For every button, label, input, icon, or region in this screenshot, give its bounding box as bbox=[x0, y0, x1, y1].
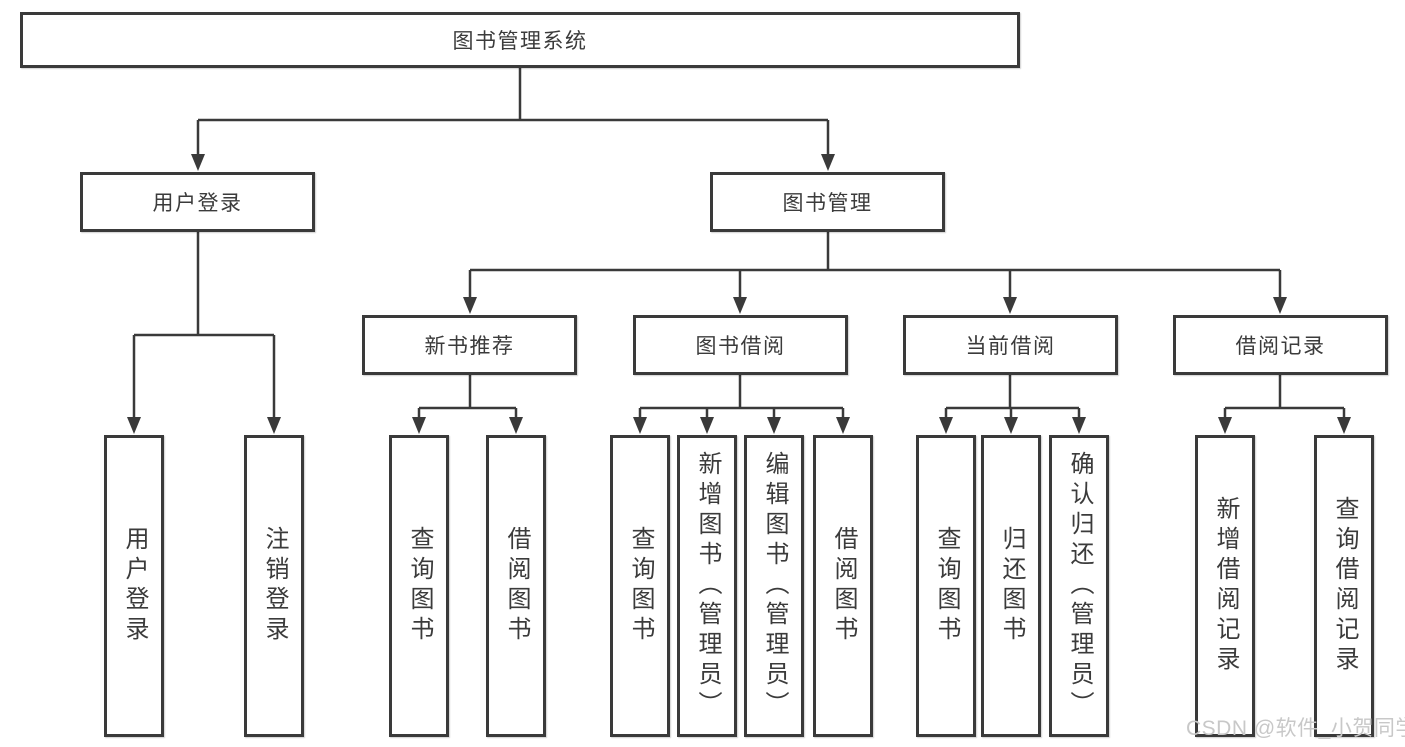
leaf-nb-borrow-book: 借阅图书 bbox=[486, 435, 546, 737]
arrowheads bbox=[127, 154, 1351, 434]
arrowhead bbox=[412, 417, 426, 434]
wire-bookmgmt-to-level3 bbox=[468, 232, 1282, 300]
leaf-cb-query-book: 查询图书 bbox=[916, 435, 976, 737]
arrowhead bbox=[463, 297, 477, 314]
leaf-user-login: 用户登录 bbox=[104, 435, 164, 737]
arrowhead bbox=[1273, 297, 1287, 314]
node-root: 图书管理系统 bbox=[20, 12, 1020, 68]
arrowhead bbox=[821, 154, 835, 171]
wire-bookborrow-branch bbox=[638, 375, 845, 420]
csdn-watermark: CSDN @软件_小贺同学 bbox=[1186, 717, 1405, 740]
leaf-bb-edit-book-admin: 编辑图书（管理员） bbox=[744, 435, 804, 737]
wire-root-to-level2 bbox=[196, 68, 830, 157]
arrowhead bbox=[700, 417, 714, 434]
arrowhead bbox=[1003, 297, 1017, 314]
leaf-logout: 注销登录 bbox=[244, 435, 304, 737]
node-borrow-records: 借阅记录 bbox=[1173, 315, 1388, 375]
leaf-br-add-record: 新增借阅记录 bbox=[1195, 435, 1255, 737]
arrowhead bbox=[267, 417, 281, 434]
arrowhead bbox=[1337, 417, 1351, 434]
arrowhead bbox=[509, 417, 523, 434]
arrowhead bbox=[939, 417, 953, 434]
node-new-book-recommend: 新书推荐 bbox=[362, 315, 577, 375]
arrowhead bbox=[127, 417, 141, 434]
leaf-cb-return-book: 归还图书 bbox=[981, 435, 1041, 737]
leaf-bb-borrow-book: 借阅图书 bbox=[813, 435, 873, 737]
arrowhead bbox=[1072, 417, 1086, 434]
leaf-cb-confirm-return-admin: 确认归还（管理员） bbox=[1049, 435, 1109, 737]
arrowhead bbox=[1218, 417, 1232, 434]
leaf-bb-query-book: 查询图书 bbox=[610, 435, 670, 737]
node-current-borrow: 当前借阅 bbox=[903, 315, 1118, 375]
arrowhead bbox=[836, 417, 850, 434]
wire-currentborrow-branch bbox=[944, 375, 1081, 420]
leaf-nb-query-book: 查询图书 bbox=[389, 435, 449, 737]
arrowhead bbox=[767, 417, 781, 434]
leaf-br-query-record: 查询借阅记录 bbox=[1314, 435, 1374, 737]
arrowhead bbox=[1004, 417, 1018, 434]
node-user-login: 用户登录 bbox=[80, 172, 315, 232]
leaf-bb-add-book-admin: 新增图书（管理员） bbox=[677, 435, 737, 737]
node-book-borrow: 图书借阅 bbox=[633, 315, 848, 375]
wire-newbook-branch bbox=[417, 375, 518, 420]
arrowhead bbox=[633, 417, 647, 434]
arrowhead bbox=[191, 154, 205, 171]
wire-borrowrecord-branch bbox=[1223, 375, 1346, 420]
wire-userlogin-branch bbox=[132, 232, 276, 420]
node-book-management: 图书管理 bbox=[710, 172, 945, 232]
arrowhead bbox=[733, 297, 747, 314]
